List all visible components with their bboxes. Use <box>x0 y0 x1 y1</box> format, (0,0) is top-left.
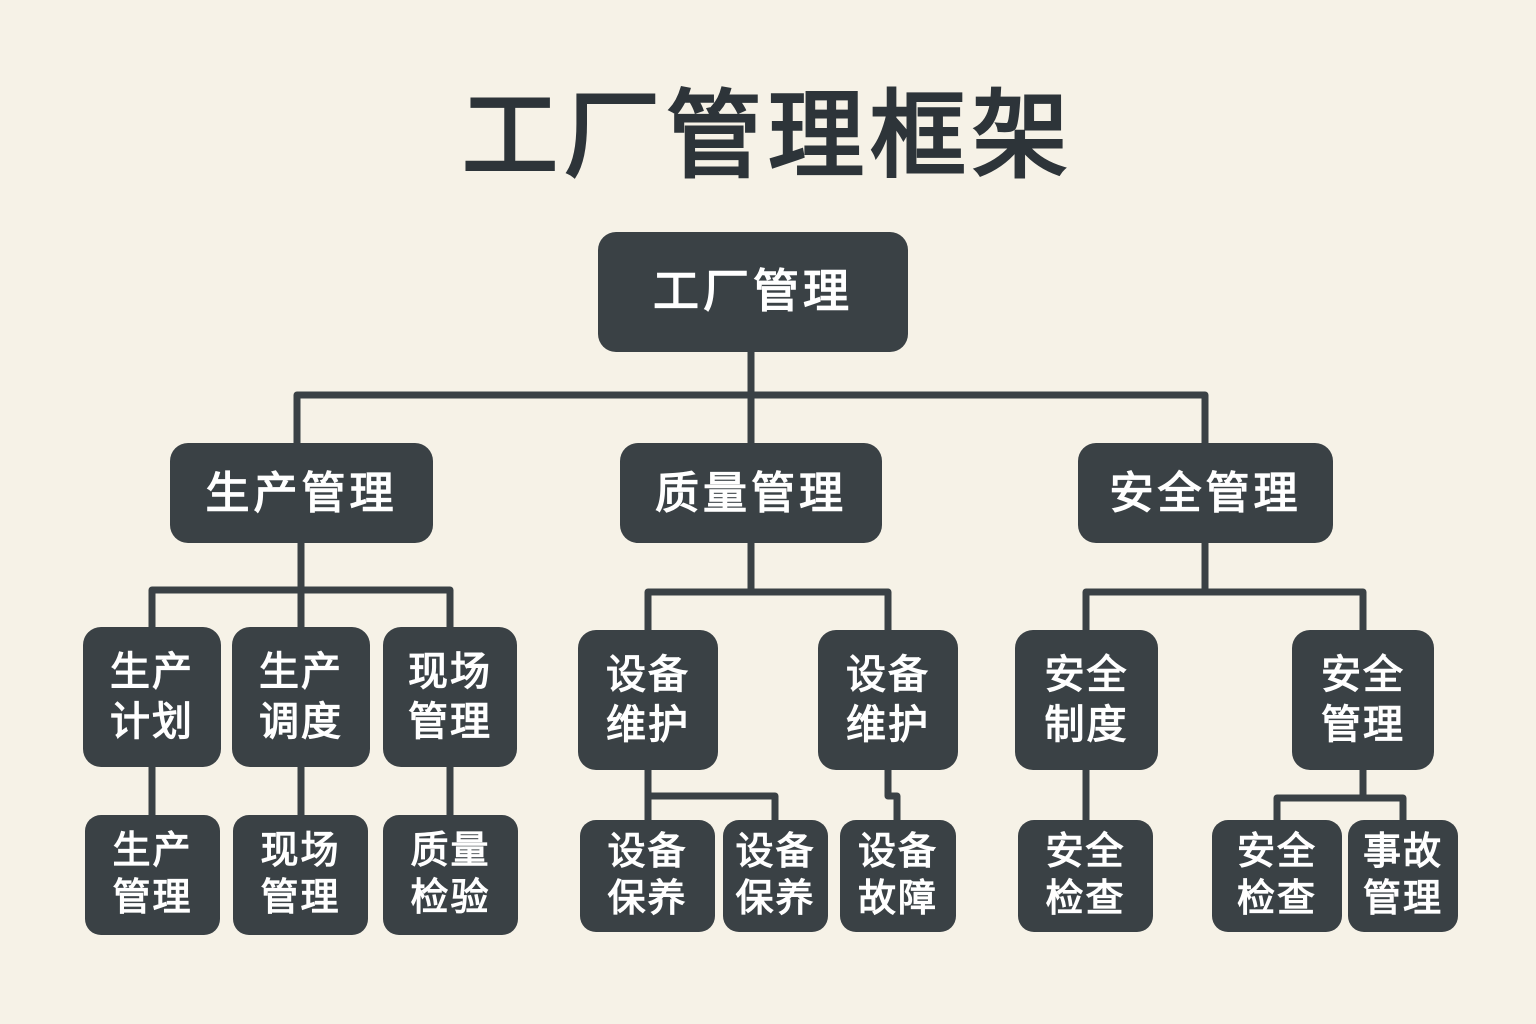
node-accident-management: 事故 管理 <box>1348 820 1458 932</box>
node-label: 安全 <box>1321 653 1405 697</box>
node-label: 保养 <box>607 878 688 920</box>
node-safety-inspection-1: 安全 检查 <box>1018 820 1153 932</box>
node-label: 制度 <box>1044 703 1129 747</box>
node-safety-management: 安全管理 <box>1078 443 1333 543</box>
node-label: 计划 <box>110 700 194 744</box>
node-label: 事故 <box>1362 830 1443 873</box>
node-label: 现场 <box>260 829 341 872</box>
node-label: 管理 <box>408 700 492 744</box>
node-label: 检查 <box>1236 878 1317 920</box>
node-label: 维护 <box>846 703 930 747</box>
node-production-management: 生产管理 <box>170 443 433 543</box>
node-label: 现场 <box>408 650 492 694</box>
node-label: 设备 <box>846 653 930 697</box>
node-equipment-fault: 设备 故障 <box>840 820 956 932</box>
node-label: 管理 <box>112 877 193 919</box>
node-label: 安全管理 <box>1109 468 1302 518</box>
node-safety-management-2: 安全 管理 <box>1292 630 1434 770</box>
node-label: 生产管理 <box>205 468 398 518</box>
node-label: 生产 <box>259 650 343 694</box>
node-factory-management: 工厂管理 <box>598 232 908 352</box>
node-equipment-upkeep-1: 设备 保养 <box>580 820 715 932</box>
node-label: 生产 <box>110 650 194 694</box>
node-site-management-2: 现场 管理 <box>233 815 368 935</box>
node-label: 管理 <box>1362 878 1443 920</box>
node-label: 设备 <box>857 830 938 873</box>
node-label: 管理 <box>260 877 341 919</box>
node-label: 安全 <box>1236 830 1317 873</box>
node-label: 维护 <box>606 703 690 747</box>
node-quality-management: 质量管理 <box>620 443 882 543</box>
chart-title: 工厂管理框架 <box>462 83 1074 190</box>
node-label: 安全 <box>1044 653 1129 697</box>
node-label: 调度 <box>259 700 343 744</box>
node-label: 管理 <box>1321 703 1405 747</box>
node-safety-system: 安全 制度 <box>1015 630 1158 770</box>
node-label: 检查 <box>1045 878 1126 920</box>
node-label: 保养 <box>735 878 816 920</box>
node-production-scheduling: 生产 调度 <box>232 627 370 767</box>
node-label: 生产 <box>112 829 193 872</box>
node-site-management: 现场 管理 <box>383 627 517 767</box>
node-label: 故障 <box>857 878 938 920</box>
node-equipment-maintenance-1: 设备 维护 <box>578 630 718 770</box>
node-quality-inspection: 质量 检验 <box>383 815 518 935</box>
node-label: 设备 <box>607 830 688 873</box>
node-label: 检验 <box>410 877 491 919</box>
node-production-plan: 生产 计划 <box>83 627 221 767</box>
node-production-management-2: 生产 管理 <box>85 815 220 935</box>
node-safety-inspection-2: 安全 检查 <box>1212 820 1342 932</box>
node-label: 工厂管理 <box>653 265 853 318</box>
node-label: 安全 <box>1045 830 1126 873</box>
node-label: 设备 <box>606 653 690 697</box>
node-label: 质量管理 <box>655 468 847 518</box>
node-equipment-upkeep-2: 设备 保养 <box>723 820 828 932</box>
node-label: 设备 <box>735 830 816 873</box>
node-label: 质量 <box>410 829 491 872</box>
node-equipment-maintenance-2: 设备 维护 <box>818 630 958 770</box>
